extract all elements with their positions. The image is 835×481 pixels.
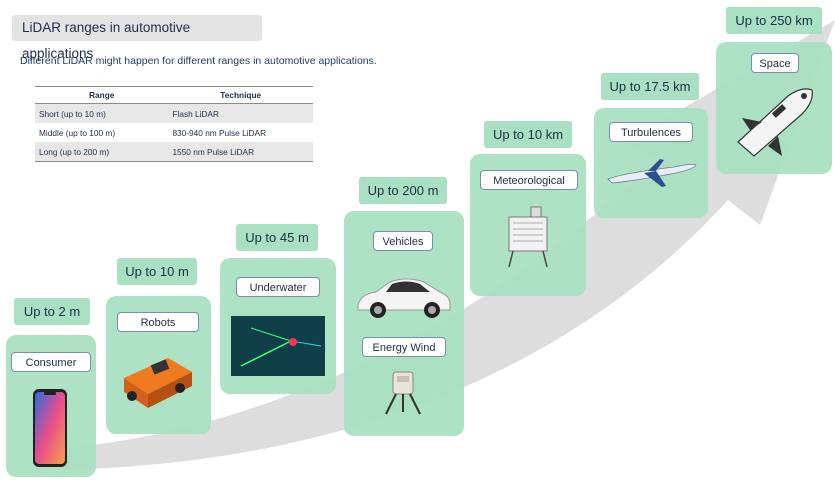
label-meteorological: Meteorological bbox=[480, 170, 578, 190]
range-badge-17-5km: Up to 17.5 km bbox=[601, 73, 699, 100]
range-badge-10km: Up to 10 km bbox=[484, 121, 572, 148]
label-turbulences: Turbulences bbox=[609, 122, 693, 142]
label-vehicles: Vehicles bbox=[373, 231, 433, 251]
space-shuttle-icon bbox=[737, 88, 813, 157]
table-cell: 830-940 nm Pulse LiDAR bbox=[172, 127, 267, 138]
table-row: Middle (up to 100 m) 830-940 nm Pulse Li… bbox=[35, 123, 313, 142]
lidar-range-table: Range Technique Short (up to 10 m) Flash… bbox=[35, 86, 313, 162]
table-cell: Short (up to 10 m) bbox=[35, 103, 169, 123]
car-icon bbox=[357, 278, 451, 318]
slide-subtitle: Different LiDAR might happen for differe… bbox=[20, 55, 377, 67]
weather-station-icon bbox=[508, 206, 548, 268]
table-cell: 1550 nm Pulse LiDAR bbox=[168, 142, 313, 162]
label-underwater: Underwater bbox=[236, 277, 320, 297]
slide-title: LiDAR ranges in automotive applications bbox=[12, 15, 262, 61]
label-robots: Robots bbox=[117, 312, 199, 332]
table-cell: Long (up to 200 m) bbox=[35, 142, 169, 162]
label-energy-wind: Energy Wind bbox=[362, 337, 446, 357]
range-badge-200m: Up to 200 m bbox=[359, 177, 447, 204]
label-space: Space bbox=[751, 53, 799, 73]
robot-vehicle-icon bbox=[124, 358, 192, 408]
table-row: Short (up to 10 m) Flash LiDAR bbox=[35, 103, 313, 123]
lidar-tripod-icon bbox=[385, 371, 421, 415]
range-badge-10m: Up to 10 m bbox=[117, 258, 197, 285]
smartphone-icon bbox=[33, 389, 67, 467]
range-badge-2m: Up to 2 m bbox=[14, 298, 90, 325]
range-badge-250km: Up to 250 km bbox=[726, 7, 822, 34]
table-header-range: Range bbox=[35, 86, 169, 104]
range-badge-45m: Up to 45 m bbox=[236, 224, 318, 251]
table-row: Long (up to 200 m) 1550 nm Pulse LiDAR bbox=[35, 142, 313, 162]
table-header-technique: Technique bbox=[168, 86, 313, 104]
label-consumer: Consumer bbox=[11, 352, 91, 372]
table-cell: Flash LiDAR bbox=[168, 103, 313, 123]
airplane-icon bbox=[607, 159, 697, 187]
underwater-laser-icon bbox=[231, 316, 325, 376]
table-cell: Middle (up to 100 m) bbox=[39, 127, 116, 138]
